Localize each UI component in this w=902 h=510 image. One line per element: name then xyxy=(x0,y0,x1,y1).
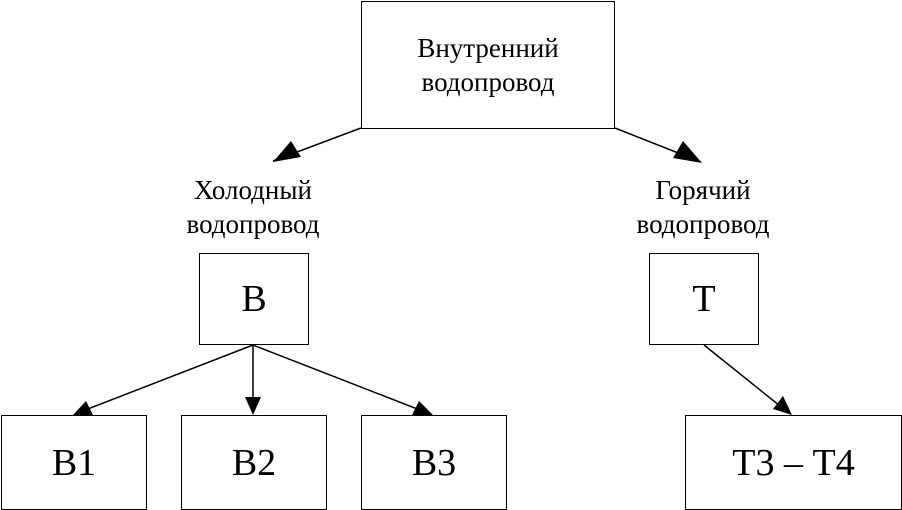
cold-child-label: В2 xyxy=(231,441,277,484)
hot-child-node: Т3 – Т4 xyxy=(685,415,902,510)
cold-water-node: В xyxy=(199,253,309,345)
cold-water-node-label: В xyxy=(241,278,267,320)
cold-child-node: В1 xyxy=(1,415,147,510)
arrow-b-to-b3 xyxy=(252,344,426,413)
arrow-b-to-b1 xyxy=(79,344,254,413)
arrowhead-b-to-b2 xyxy=(245,397,261,415)
arrowhead-b-to-b1 xyxy=(73,401,93,415)
cold-child-label: В1 xyxy=(51,441,97,484)
cold-water-label: Холодный водопровод xyxy=(186,175,320,239)
hot-child-label: Т3 – Т4 xyxy=(732,441,855,484)
root-node-internal-plumbing: Внутренний водопровод xyxy=(361,1,615,129)
arrowhead-root-to-hot xyxy=(673,141,702,163)
cold-child-node: В2 xyxy=(181,415,327,510)
arrowhead-root-to-cold xyxy=(273,141,301,162)
arrow-t-to-t34 xyxy=(703,344,786,411)
arrowhead-t-to-t34 xyxy=(773,396,792,415)
cold-child-label: В3 xyxy=(411,441,457,484)
cold-child-node: В3 xyxy=(361,415,507,510)
hot-water-node: Т xyxy=(649,253,759,345)
arrowhead-b-to-b3 xyxy=(412,401,433,415)
hot-water-node-label: Т xyxy=(692,278,716,320)
hot-water-label: Горячий водопровод xyxy=(636,175,770,239)
root-node-label: Внутренний водопровод xyxy=(417,33,559,97)
